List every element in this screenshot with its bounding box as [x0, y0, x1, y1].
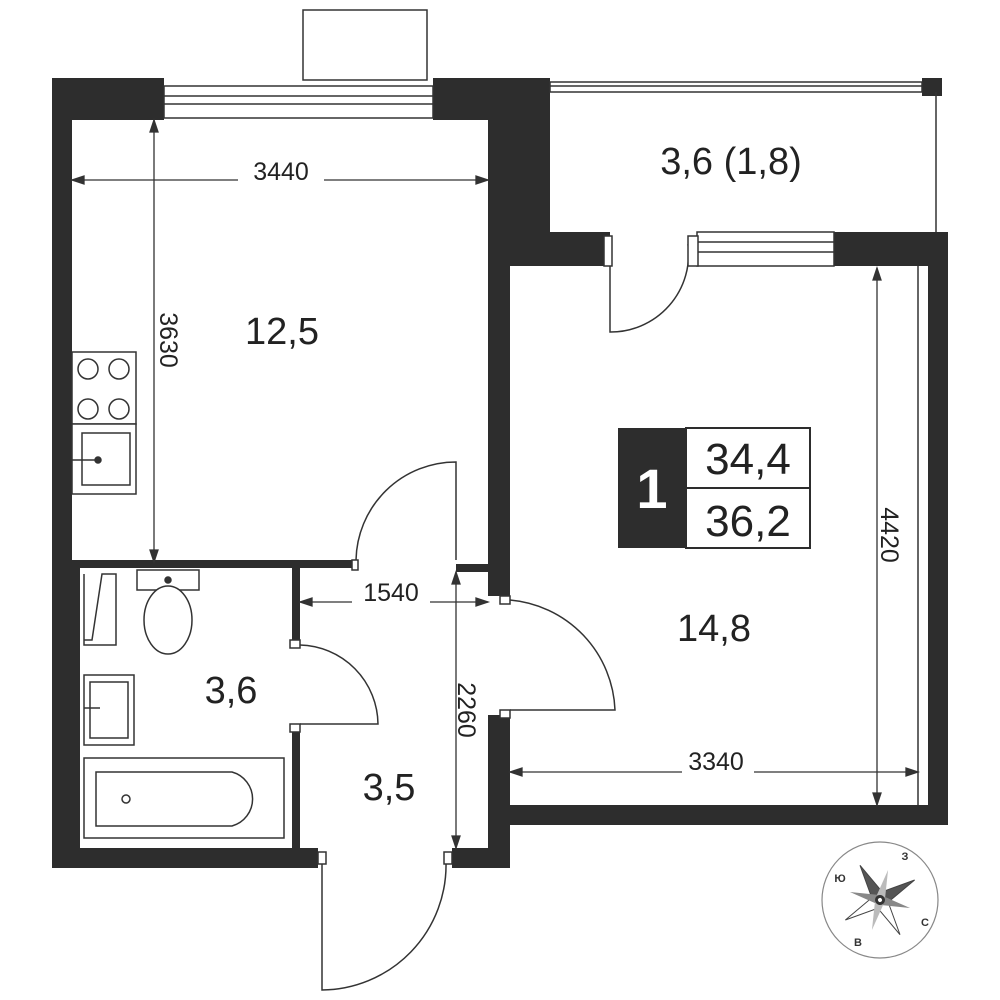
doors: [289, 235, 699, 991]
area-bathroom: 3,6: [205, 670, 258, 712]
wall-top-left: [52, 78, 164, 120]
area-living: 14,8: [677, 608, 751, 650]
badge-count-box: [618, 428, 686, 548]
compass-label-e: С: [921, 917, 929, 929]
burner-icon: [77, 358, 99, 380]
dim-kitchen-width: 3440: [253, 158, 309, 186]
area-balcony: 3,6 (1,8): [660, 141, 802, 183]
wall-living-top-left: [510, 232, 610, 266]
balcony-glazing: [549, 81, 923, 93]
compass-label-w: Ю: [834, 873, 845, 885]
windows: [163, 9, 937, 805]
area-badge: 1 34,4 36,2: [618, 427, 811, 549]
bath-shelf: [83, 573, 117, 646]
wall-column: [510, 78, 550, 236]
toilet-bowl: [143, 585, 193, 655]
dim-living-width: 3340: [688, 748, 744, 776]
area-hall: 3,5: [363, 767, 416, 809]
kitchen-door: [355, 461, 457, 561]
wall-balcony-corner: [922, 78, 942, 96]
compass: З Ю В С: [821, 841, 939, 959]
fixtures: [71, 351, 285, 839]
dim-hall-length: 2260: [452, 682, 480, 738]
burner-icon: [108, 358, 130, 380]
compass-rose-icon: [845, 865, 915, 935]
living-door: [509, 599, 616, 711]
area-kitchen: 12,5: [245, 311, 319, 353]
compass-label-n: З: [902, 851, 909, 863]
wall-bath-hall-lower: [292, 725, 300, 850]
burner-icon: [77, 398, 99, 420]
entrance-door: [321, 861, 447, 991]
badge-rooms-count: 1: [636, 457, 667, 520]
wall-bottom-right: [452, 848, 510, 868]
balcony-door: [609, 243, 690, 333]
dim-hall-width: 1540: [363, 579, 419, 607]
wall-bath-hall-upper: [292, 568, 300, 640]
wall-bath-inner: [72, 568, 80, 850]
kitchen-window: [163, 85, 434, 119]
dim-kitchen-length: 3630: [154, 312, 182, 368]
dimension-text-bg: [238, 160, 754, 778]
wall-hall-top: [456, 564, 490, 572]
badge-total-area: 36,2: [705, 497, 791, 546]
badge-living-area: 34,4: [705, 435, 791, 484]
dim-living-length: 4420: [875, 507, 903, 563]
compass-label-s: В: [854, 937, 862, 949]
wall-partition-upper: [488, 118, 510, 596]
wall-left: [52, 78, 72, 868]
wall-living-bottom: [488, 805, 948, 825]
burner-icon: [108, 398, 130, 420]
bathroom-door: [299, 644, 379, 725]
wall-living-right: [928, 232, 948, 822]
living-window: [696, 231, 835, 267]
kitchen-vent: [302, 9, 428, 81]
wall-bath-top: [72, 560, 356, 568]
wall-partition-lower: [488, 715, 510, 850]
walls: [52, 78, 948, 868]
wall-bottom-left: [52, 848, 318, 868]
